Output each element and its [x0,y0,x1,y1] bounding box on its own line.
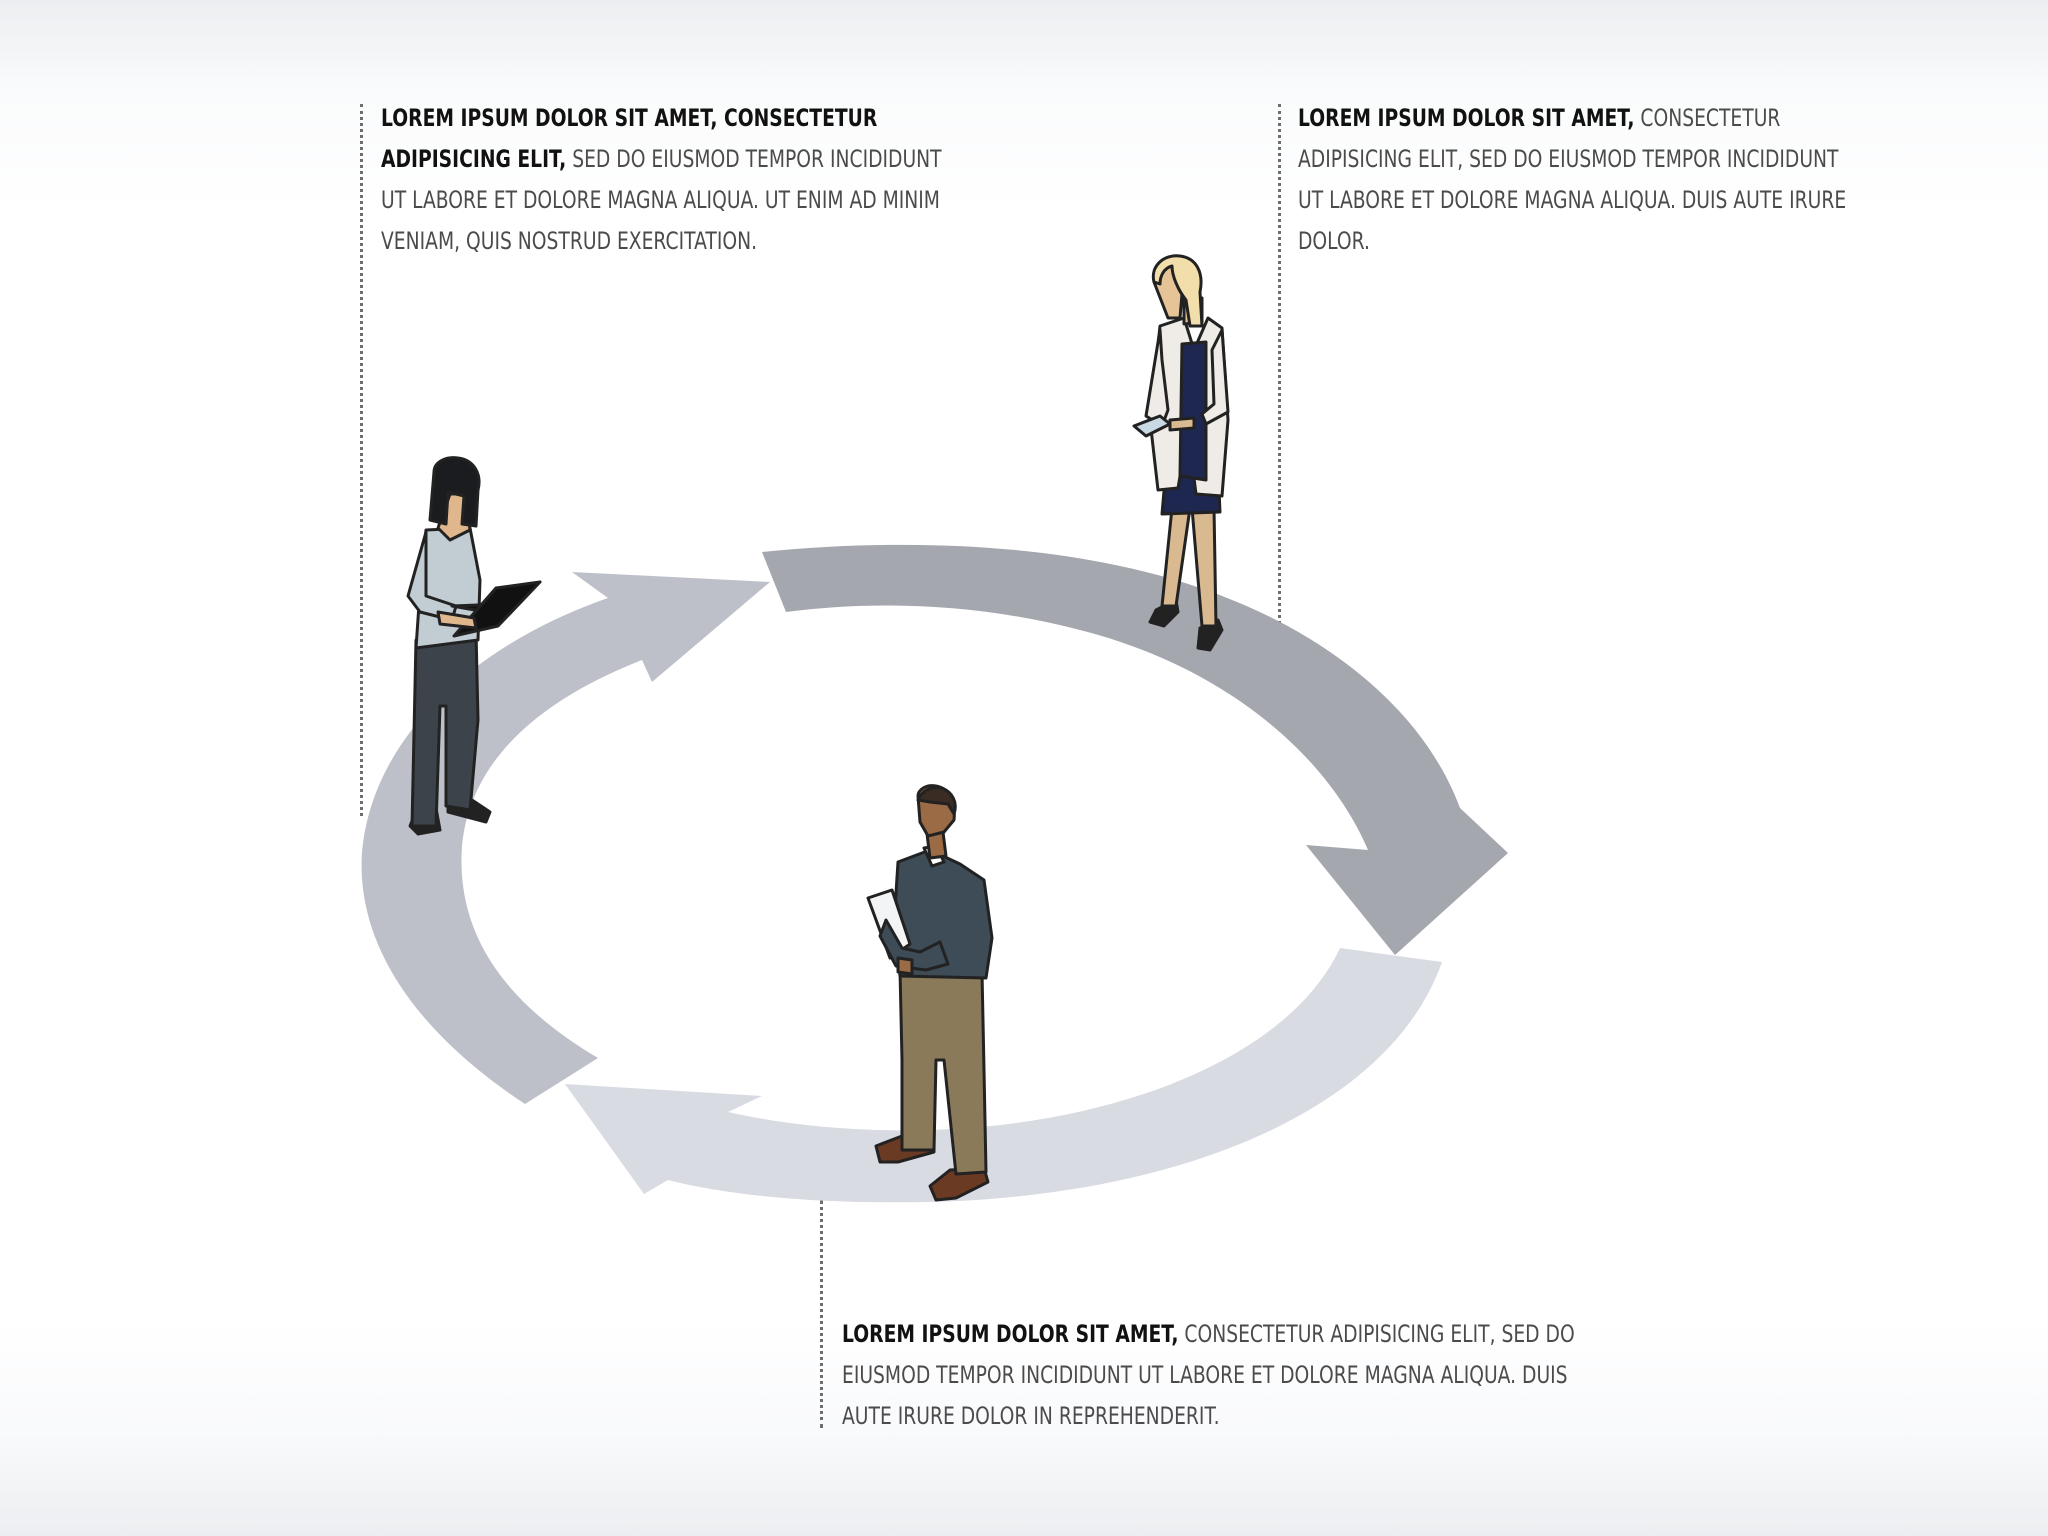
callout-lead: LOREM IPSUM DOLOR SIT AMET, [1298,104,1635,132]
person-with-laptop-icon [406,456,542,836]
callout-lead: LOREM IPSUM DOLOR SIT AMET, [842,1320,1179,1348]
callout-body: CONSECTETUR ADIPISICING ELIT, SED DO EIU… [842,1320,1575,1430]
callout-body: SED DO EIUSMOD TEMPOR INCIDIDUNT UT LABO… [381,145,942,255]
callout-body: CONSECTETUR ADIPISICING ELIT, SED DO EIU… [1298,104,1847,255]
callout-bottom: LOREM IPSUM DOLOR SIT AMET, CONSECTETUR … [842,1314,1622,1437]
leader-line-bottom [820,1200,823,1428]
person-with-tablet-icon [866,784,994,1202]
callout-top-right: LOREM IPSUM DOLOR SIT AMET, CONSECTETUR … [1298,98,1848,262]
cycle-arrow-bottom [565,948,1442,1203]
callout-lead: LOREM IPSUM DOLOR SIT AMET, CONSECTETUR … [381,104,878,173]
leader-line-top-left [360,104,363,816]
person-with-phone-icon [1132,254,1230,652]
cycle-arrow-top-right [762,544,1508,955]
leader-line-top-right [1278,104,1281,630]
callout-top-left: LOREM IPSUM DOLOR SIT AMET, CONSECTETUR … [381,98,960,262]
